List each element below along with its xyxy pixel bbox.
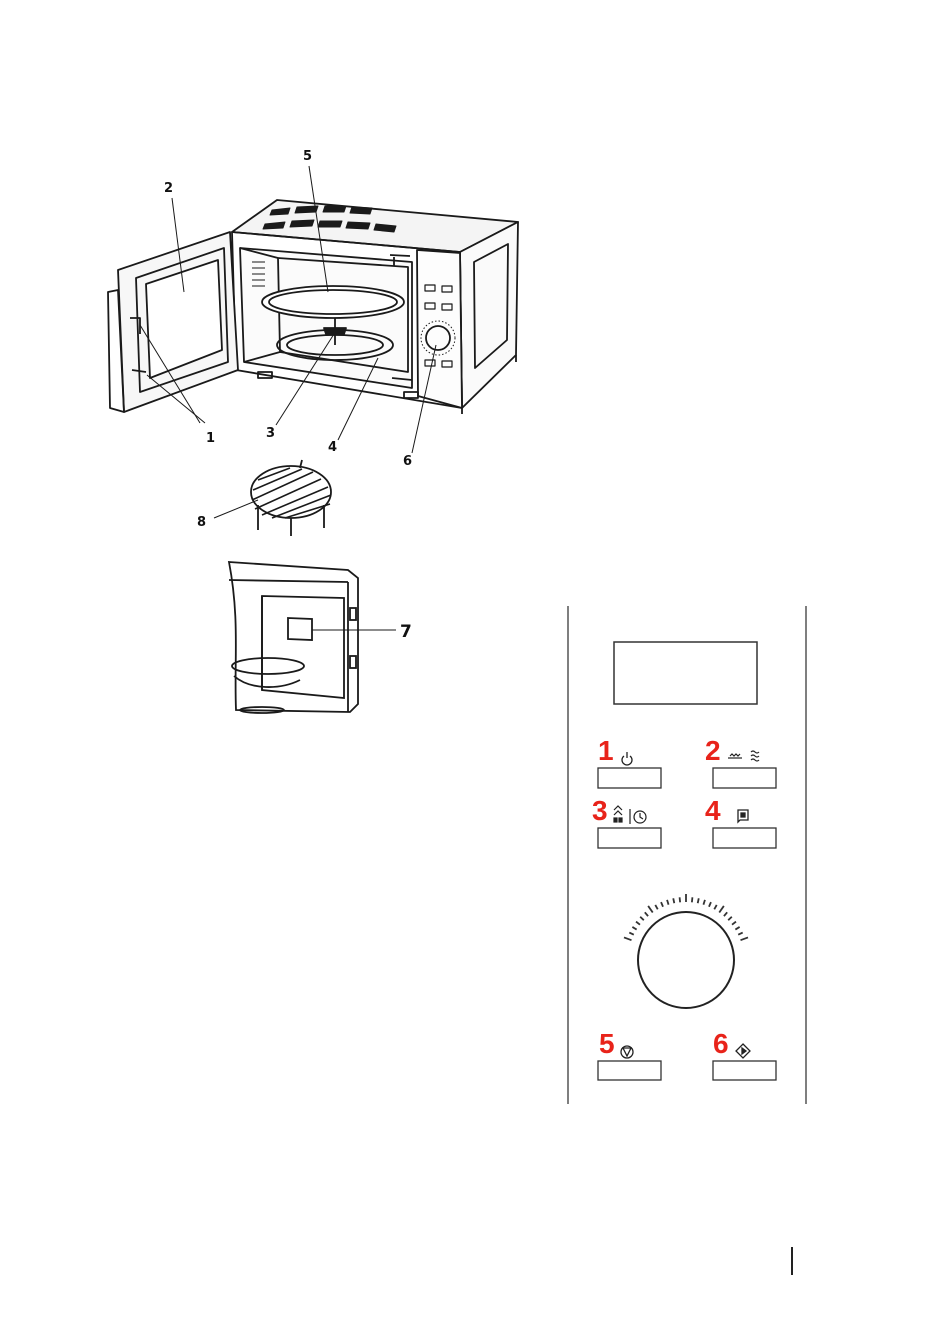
dial-tick xyxy=(655,905,657,909)
button-4-number: 4 xyxy=(705,795,721,826)
start-icon xyxy=(736,1044,750,1058)
dial-tick xyxy=(728,917,732,920)
dial-tick xyxy=(661,902,663,907)
callout-6: 6 xyxy=(403,454,412,469)
cavity-detail-illustration xyxy=(229,562,396,713)
dial-tick xyxy=(741,937,749,940)
callout-5: 5 xyxy=(303,149,312,164)
control-panel-diagram: 1 2 3 xyxy=(568,606,806,1104)
defrost-clock-icon xyxy=(614,806,646,824)
callout-8: 8 xyxy=(197,515,206,530)
dial-tick xyxy=(698,898,699,903)
display-window xyxy=(614,642,757,704)
dial-knob[interactable] xyxy=(638,912,734,1008)
callout-7: 7 xyxy=(400,622,412,642)
dial-tick xyxy=(709,902,711,907)
callout-4: 4 xyxy=(328,440,337,455)
button-1-number: 1 xyxy=(598,735,614,766)
callout-2: 2 xyxy=(164,181,173,196)
callout-1: 1 xyxy=(206,431,215,446)
dial-tick xyxy=(624,937,632,940)
dial-tick xyxy=(667,900,669,905)
callout-3: 3 xyxy=(266,426,275,441)
grill-rack-illustration xyxy=(214,460,331,536)
button-6-number: 6 xyxy=(713,1028,729,1059)
dial-tick xyxy=(692,897,693,902)
dial-tick xyxy=(673,898,674,903)
dial-tick xyxy=(629,933,634,935)
button-2-number: 2 xyxy=(705,735,721,766)
dial-tick xyxy=(640,917,644,920)
button-3-number: 3 xyxy=(592,795,608,826)
dial-tick xyxy=(724,912,727,916)
panel-button-3[interactable]: 3 xyxy=(592,795,661,848)
dial-tick xyxy=(645,912,648,916)
dial-tick xyxy=(636,922,640,925)
panel-button-6[interactable]: 6 xyxy=(713,1028,776,1080)
control-dial[interactable] xyxy=(624,894,748,1008)
microwave-illustration xyxy=(108,200,518,414)
dial-tick xyxy=(680,897,681,902)
grill-combi-icon xyxy=(728,751,759,761)
panel-button-4[interactable]: 4 xyxy=(705,795,776,848)
panel-button-5[interactable]: 5 xyxy=(598,1028,661,1080)
button-5-number: 5 xyxy=(599,1028,615,1059)
menu-icon xyxy=(738,810,748,822)
dial-tick xyxy=(714,905,716,909)
dial-tick xyxy=(648,906,653,913)
dial-tick xyxy=(735,927,739,930)
stop-icon xyxy=(621,1046,633,1058)
dial-tick xyxy=(703,900,705,905)
dial-tick xyxy=(719,906,724,913)
power-icon xyxy=(622,752,632,765)
panel-button-1[interactable]: 1 xyxy=(598,735,661,788)
panel-button-2[interactable]: 2 xyxy=(705,735,776,788)
dial-tick xyxy=(632,927,636,930)
dial-tick xyxy=(732,922,736,925)
dial-tick xyxy=(738,933,743,935)
page-edge-mark xyxy=(791,1247,793,1275)
